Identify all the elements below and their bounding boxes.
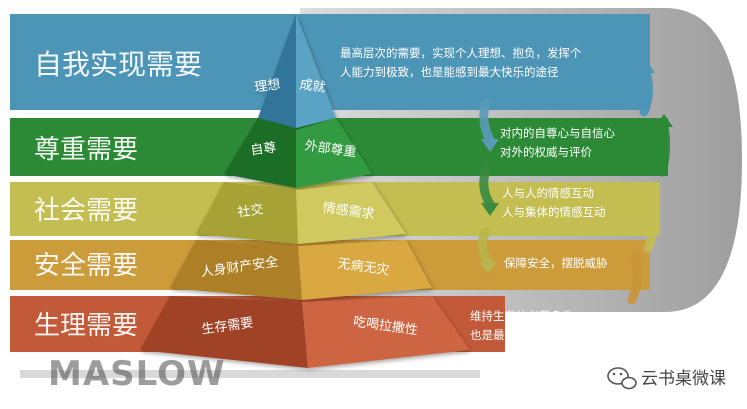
tier-left-face-5 [140, 296, 308, 368]
tier-left-label-2: 自尊 [249, 139, 277, 158]
level-name-1: 自我实现需要 [34, 48, 202, 81]
level-description-5-line-2: 也是最底层最基础的需求 [470, 328, 597, 342]
tier-left-face-3 [196, 182, 298, 244]
tier-left-label-1: 理想 [253, 76, 281, 95]
level-description-2-line-1: 对内的自尊心与自信心 [500, 126, 615, 140]
tier-right-label-1: 成就 [299, 77, 327, 95]
tier-left-face-1 [258, 14, 296, 128]
up-arrow-head-3 [655, 114, 673, 127]
pyramid-tier-5: 生存需要吃喝拉撒性 [140, 296, 470, 368]
level-description-1-line-1: 最高层次的需要，实现个人理想、抱负，发挥个 [340, 46, 582, 60]
level-name-5: 生理需要 [34, 311, 138, 341]
down-arrow-head-2 [481, 203, 499, 216]
level-description-1-line-2: 人能力到极致，也是能感到最大快乐的途径 [340, 65, 559, 79]
wechat-icon [607, 367, 637, 390]
up-arrow-head-2 [643, 194, 661, 207]
maslow-watermark: MASLOW [48, 354, 226, 394]
up-arrow-2 [643, 201, 658, 253]
tier-right-face-1 [296, 14, 336, 128]
down-arrow-head-1 [481, 139, 499, 152]
level-description-2-line-2: 对外的权威与评价 [500, 145, 592, 159]
level-name-4: 安全需要 [34, 251, 138, 281]
down-arrow-2 [479, 165, 495, 209]
tier-right-face-3 [296, 182, 406, 244]
level-name-3: 社会需要 [34, 196, 138, 226]
band-level-1 [10, 14, 650, 110]
tier-right-label-4: 无病无灾 [337, 255, 391, 278]
tier-left-label-3: 社交 [236, 201, 264, 220]
tier-right-face-2 [296, 118, 372, 188]
level-description-5-line-1: 维持生存的必要条件， [470, 309, 585, 323]
tier-right-label-3: 情感需求 [322, 199, 376, 222]
down-arrow-3 [478, 227, 493, 267]
level-description-3-line-2: 人与集体的情感互动 [502, 205, 606, 219]
tier-right-face-4 [298, 240, 432, 300]
floor-shadow [20, 370, 480, 378]
level-description-3-line-1: 人与人的情感互动 [502, 186, 594, 200]
up-arrow-head-4 [637, 60, 655, 73]
tier-left-face-4 [170, 240, 302, 300]
up-arrow-1 [627, 255, 642, 305]
up-arrow-4 [639, 67, 654, 117]
pyramid-tier-2: 自尊 外部尊重 [224, 118, 372, 188]
down-arrow-head-3 [479, 261, 497, 274]
tier-right-face-5 [302, 296, 470, 368]
badge-label: 云书桌微课 [641, 369, 726, 389]
wechat-badge: 云书桌微课 [607, 367, 726, 390]
tier-right-label-2: 外部尊重 [304, 137, 358, 160]
pyramid-tier-1: 理想成就 [253, 14, 336, 128]
tier-left-label-5: 生存需要 [201, 315, 255, 337]
up-arrow-3 [657, 121, 671, 177]
level-name-2: 尊重需要 [34, 135, 138, 165]
tier-left-face-2 [224, 118, 296, 188]
level-description-4-line-1: 保障安全，摆脱威胁 [504, 256, 608, 270]
pyramid-tier-3: 社交 情感需求 [196, 182, 406, 244]
pyramid-tier-4: 人身财产安全无病无灾 [170, 240, 432, 300]
up-arrow-head-1 [627, 248, 645, 261]
down-arrow-1 [479, 99, 495, 145]
